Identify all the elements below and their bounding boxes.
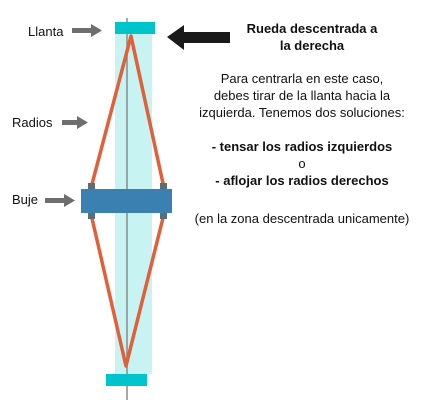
title-line-2: la derecha [279,38,345,53]
solution-option-2: - aflojar los radios derechos [215,173,389,188]
label-llanta: Llanta [28,24,64,39]
description: Para centrarla en este caso, debes tirar… [170,70,434,121]
solutions: - tensar los radios izquierdos o - afloj… [170,138,434,189]
hub-flange-right-top [160,183,167,190]
rim-bottom [106,374,147,386]
description-line-2: debes tirar de la llanta hacia la [213,88,391,103]
hub-flange-left-top [88,183,95,190]
arrow-right-icon [45,194,75,207]
diagram-title: Rueda descentrada a la derecha [222,20,402,54]
spokes [89,34,166,368]
rim-top [115,22,155,34]
solution-option-1: - tensar los radios izquierdos [211,139,393,154]
solution-connector: o [298,156,306,171]
note: (en la zona descentrada unicamente) [194,211,410,226]
label-buje: Buje [12,192,39,207]
hub-flange-right-bottom [160,211,167,219]
label-radios: Radios [12,115,53,130]
title-line-1: Rueda descentrada a [246,21,378,36]
hub [81,189,172,213]
arrow-right-icon [72,24,102,37]
arrow-right-icon [62,116,88,129]
description-line-3: izquierda. Tenemos dos soluciones: [199,105,405,120]
hub-flange-left-bottom [88,211,95,219]
arrow-left-icon [167,25,230,50]
description-line-1: Para centrarla en este caso, [220,71,384,86]
spokes-lower [89,212,166,368]
spokes-upper [89,34,166,190]
